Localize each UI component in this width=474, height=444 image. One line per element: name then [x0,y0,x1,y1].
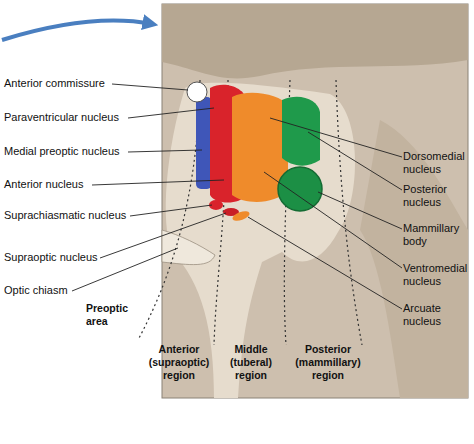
region-divider [138,80,200,340]
structure-label: Optic chiasm [4,284,104,297]
leader-line [128,150,202,152]
pointer-arrow [2,21,152,40]
medial-preoptic-nucleus [196,97,212,189]
structure-label: Medial preoptic nucleus [4,145,154,158]
region-divider [336,80,362,345]
structure-label: Anterior (supraoptic) region [140,343,218,382]
leader-lines [72,84,402,309]
structure-label: Paraventricular nucleus [4,111,154,124]
leader-line [318,192,402,229]
structure-label: Middle (tuberal) region [218,343,284,382]
structure-label: Anterior commissure [4,77,154,90]
leader-line [112,84,188,90]
structure-label: Ventromedial nucleus [403,262,473,288]
leader-line [308,132,402,190]
structure-label: Supraoptic nucleus [4,251,114,264]
structure-label: Dorsomedial nucleus [403,150,473,176]
structure-label: Posterior (mammillary) region [288,343,368,382]
structure-label: Preoptic area [86,302,138,328]
leader-line [264,172,402,268]
leader-line [92,180,224,185]
structure-label: Posterior nucleus [403,183,473,209]
anterior-commissure [187,82,207,102]
structure-label: Anterior nucleus [4,178,154,191]
structure-label: Mammillary body [403,222,473,248]
structure-label: Suprachiasmatic nucleus [4,209,154,222]
leader-line [130,205,212,216]
structure-label: Arcuate nucleus [403,302,473,328]
leader-line [248,217,402,309]
leader-line [270,118,402,157]
thalamus-region [162,4,468,78]
leader-line [128,108,214,118]
mammillary-body [278,167,322,211]
arcuate-nucleus [231,209,251,223]
region-dividers [138,80,362,345]
optic-chiasm-shape [162,230,215,265]
